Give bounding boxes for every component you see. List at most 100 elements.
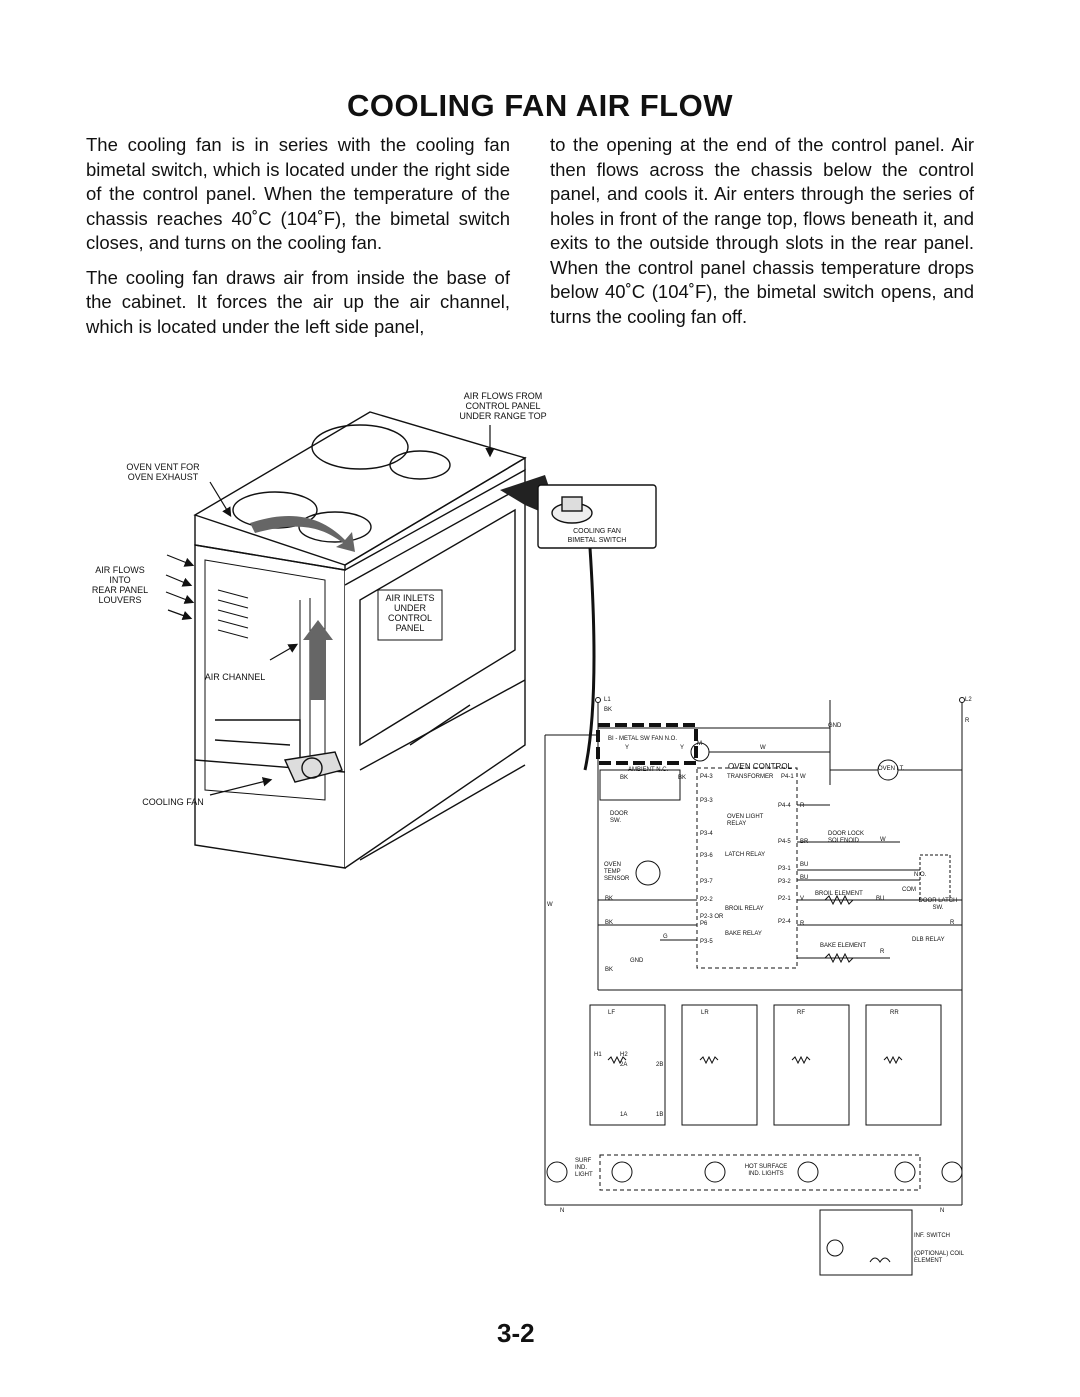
wire-label: DOOR LATCH SW. (918, 898, 958, 911)
wire-label: LATCH RELAY (725, 852, 766, 858)
neutral-label: N (560, 1208, 565, 1214)
air-inlets-label: AIR INLETS UNDER CONTROL PANEL (385, 593, 435, 633)
wire-label: W (760, 745, 766, 751)
wire-label: P3-1 (778, 866, 791, 872)
wire-label: (OPTIONAL) COIL ELEMENT (914, 1251, 964, 1264)
wire-label: P3-4 (700, 831, 713, 837)
airflow-arrow-top (250, 516, 355, 552)
wire-label: BROIL ELEMENT (815, 891, 863, 897)
wire-label: GND (828, 723, 842, 729)
wire-label: DOOR SW. (610, 811, 628, 824)
body-text-left: The cooling fan is in series with the co… (86, 133, 510, 349)
wire-label: P4-1 (781, 774, 794, 780)
wire-label: 2B (656, 1062, 664, 1068)
wire-label: H1 (594, 1052, 602, 1058)
wire-label: N.O. (914, 872, 927, 878)
wire-label: W (800, 774, 806, 780)
wire-label: RF (797, 1010, 805, 1016)
wire-label: R (800, 921, 805, 927)
wire-label: Y (680, 745, 685, 751)
wire-label: DOOR LOCK SOLENOID (828, 831, 865, 844)
wire-label: V (800, 896, 805, 902)
wire-label: DLB RELAY (912, 937, 945, 943)
wire-label: INF. SWITCH (914, 1233, 950, 1239)
wire-label: BK (605, 967, 614, 973)
wire-label: BU (800, 875, 809, 881)
wire-label: RR (890, 1010, 899, 1016)
air-flows-from-label: AIR FLOWS FROM CONTROL PANEL UNDER RANGE… (459, 391, 547, 421)
wire-label: LR (701, 1010, 709, 1016)
wire-label: Y (625, 745, 630, 751)
page-number: 3-2 (497, 1318, 535, 1348)
wire-label: 1A (620, 1112, 628, 1118)
air-flows-into-label: AIR FLOWS INTO REAR PANEL LOUVERS (91, 565, 149, 605)
wire-label: P4-4 (778, 803, 791, 809)
body-text-right: to the opening at the end of the control… (550, 133, 974, 339)
oven-control-label: OVEN CONTROL (728, 762, 793, 771)
wire-label: P3-2 (778, 879, 791, 885)
wire-label: BU (876, 896, 885, 902)
wire-label: R (880, 949, 885, 955)
oven-vent-label: OVEN VENT FOR OVEN EXHAUST (126, 462, 200, 482)
wire-label: P3-6 (700, 853, 713, 859)
neutral-label-right: N (940, 1208, 945, 1214)
page-title: COOLING FAN AIR FLOW (347, 88, 733, 123)
wire-label: BK (605, 920, 614, 926)
wire-label: BROIL RELAY (725, 906, 764, 912)
wire-label: H2 (620, 1052, 628, 1058)
wire-label: BAKE RELAY (725, 931, 762, 937)
surface-unit-lr (681, 1004, 758, 1126)
wire-label: P2-3 OR P6 (700, 914, 724, 927)
wire-label: GND (630, 958, 644, 964)
bimetal-switch-label: COOLING FAN BIMETAL SWITCH (567, 528, 627, 544)
paragraph: to the opening at the end of the control… (550, 134, 974, 327)
wire-label: BU (800, 862, 809, 868)
wire-label: P3-3 (700, 798, 713, 804)
wire-label: SURF IND. LIGHT (575, 1158, 593, 1178)
wire-label: OVEN LIGHT RELAY (727, 814, 764, 827)
airflow-arrow-up (303, 620, 333, 700)
wire-label: 1B (656, 1112, 664, 1118)
wire-label: AMBIENT N.C. (628, 767, 669, 773)
wire-label: OVEN LT. (878, 766, 905, 772)
wire-label: G (663, 934, 668, 940)
wire-label: P2-1 (778, 896, 791, 902)
wire-label: P2-2 (700, 897, 713, 903)
wire-label: P4-5 (778, 839, 791, 845)
wire-label: BAKE ELEMENT (820, 943, 867, 949)
wire-label: BI - METAL SW FAN N.O. (608, 736, 678, 742)
wire-label: M (697, 741, 702, 747)
wire-label: P4-3 (700, 774, 713, 780)
wire-label: HOT SURFACE IND. LIGHTS (744, 1164, 788, 1177)
oven-control-box (696, 767, 798, 969)
surface-unit-rr (865, 1004, 942, 1126)
wire-label: P3-7 (700, 879, 713, 885)
wire-label: OVEN TEMP SENSOR (604, 862, 630, 882)
wire-label: W (880, 837, 886, 843)
wire-label: BR (800, 839, 809, 845)
bimetal-switch-callout (537, 484, 657, 771)
wire-label: W (547, 902, 553, 908)
wire-label: BK (620, 775, 629, 781)
wire-label: BK (678, 775, 687, 781)
wire-label: LF (608, 1010, 616, 1016)
wire-label: BK (605, 896, 614, 902)
wire-label: TRANSFORMER (727, 774, 774, 780)
surface-unit-rf (773, 1004, 850, 1126)
wire-label: P3-5 (700, 939, 713, 945)
l1-label: L1 (604, 697, 611, 703)
wire-label: BK (604, 707, 613, 713)
wire-label: 2A (620, 1062, 628, 1068)
air-channel-label: AIR CHANNEL (204, 672, 266, 682)
surface-unit-lf (589, 1004, 666, 1126)
wire-label: R (950, 920, 955, 926)
wire-label: P2-4 (778, 919, 791, 925)
paragraph: The cooling fan is in series with the co… (86, 134, 510, 253)
wire-label: R (800, 803, 805, 809)
bimetal-switch-box (596, 723, 698, 765)
l2-label: L2 (965, 697, 972, 703)
paragraph: The cooling fan draws air from inside th… (86, 266, 510, 337)
cooling-fan-label: COOLING FAN (142, 797, 204, 807)
